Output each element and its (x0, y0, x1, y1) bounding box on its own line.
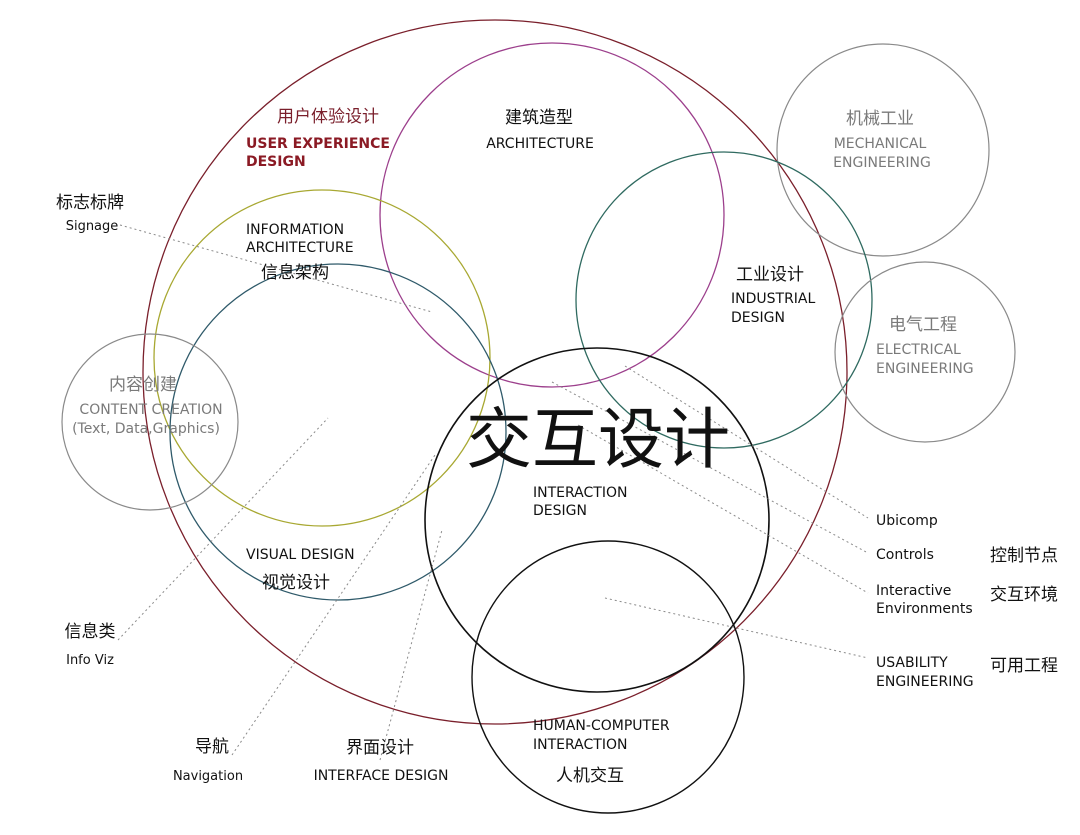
interface-design-zh: 界面设计 (346, 738, 414, 758)
hci-zh: 人机交互 (556, 766, 624, 786)
architecture-circle (379, 42, 725, 388)
hci-en-1: HUMAN-COMPUTER (533, 718, 670, 734)
usability-en-2: ENGINEERING (876, 674, 974, 690)
electrical-en-1: ELECTRICAL (876, 342, 961, 358)
ubicomp-en: Ubicomp (876, 513, 938, 529)
usability-zh: 可用工程 (990, 656, 1058, 676)
ia-en-1: INFORMATION (246, 222, 344, 238)
industrial-zh: 工业设计 (736, 265, 804, 285)
electrical-zh: 电气工程 (889, 315, 957, 335)
information-architecture-circle (153, 189, 491, 527)
mechanical-en-2: ENGINEERING (833, 155, 931, 171)
interactive-env-en-1: Interactive (876, 583, 951, 599)
ia-en-2: ARCHITECTURE (246, 240, 354, 256)
mechanical-en-1: MECHANICAL (834, 136, 927, 152)
navigation-leader (231, 454, 436, 756)
info-viz-en: Info Viz (66, 653, 114, 668)
controls-en: Controls (876, 547, 934, 563)
interactive-env-leader (577, 424, 869, 594)
ia-zh: 信息架构 (261, 263, 329, 283)
interaction-design-en-2: DESIGN (533, 503, 587, 519)
visual-design-zh: 视觉设计 (262, 573, 330, 593)
visual-design-en: VISUAL DESIGN (246, 547, 355, 563)
industrial-en-1: INDUSTRIAL (731, 291, 816, 307)
ux-design-zh: 用户体验设计 (277, 107, 379, 127)
content-creation-en-1: CONTENT CREATION (79, 402, 222, 418)
architecture-en: ARCHITECTURE (486, 136, 594, 152)
content-creation-zh: 内容创建 (109, 375, 177, 395)
interface-design-en: INTERFACE DESIGN (314, 768, 449, 784)
signage-zh: 标志标牌 (56, 193, 124, 213)
interaction-design-zh: 交互设计 (466, 401, 730, 478)
hci-circle (471, 540, 745, 814)
navigation-en: Navigation (173, 769, 243, 784)
interaction-design-circle (424, 347, 770, 693)
usability-en-1: USABILITY (876, 655, 948, 671)
industrial-en-2: DESIGN (731, 310, 785, 326)
electrical-engineering-circle (834, 261, 1016, 443)
industrial-design-circle (575, 151, 873, 449)
ux-design-circle (142, 19, 848, 725)
content-creation-en-2: (Text, Data,Graphics) (72, 421, 220, 437)
navigation-zh: 导航 (195, 737, 229, 757)
architecture-zh: 建筑造型 (505, 108, 573, 128)
info-viz-leader (117, 417, 329, 641)
interactive-env-en-2: Environments (876, 601, 973, 617)
visual-design-circle (169, 263, 507, 601)
ux-design-en-2: DESIGN (246, 154, 306, 170)
electrical-en-2: ENGINEERING (876, 361, 974, 377)
signage-leader (119, 224, 433, 313)
mechanical-engineering-circle (776, 43, 990, 257)
content-creation-circle (61, 333, 239, 511)
mechanical-zh: 机械工业 (846, 109, 914, 129)
controls-zh: 控制节点 (990, 546, 1058, 566)
ux-design-en-1: USER EXPERIENCE (246, 136, 390, 152)
interactive-env-zh: 交互环境 (990, 585, 1058, 605)
info-viz-zh: 信息类 (65, 622, 116, 642)
interaction-design-en-1: INTERACTION (533, 485, 627, 501)
signage-en: Signage (66, 219, 119, 234)
hci-en-2: INTERACTION (533, 737, 627, 753)
interface-design-leader (379, 529, 443, 761)
